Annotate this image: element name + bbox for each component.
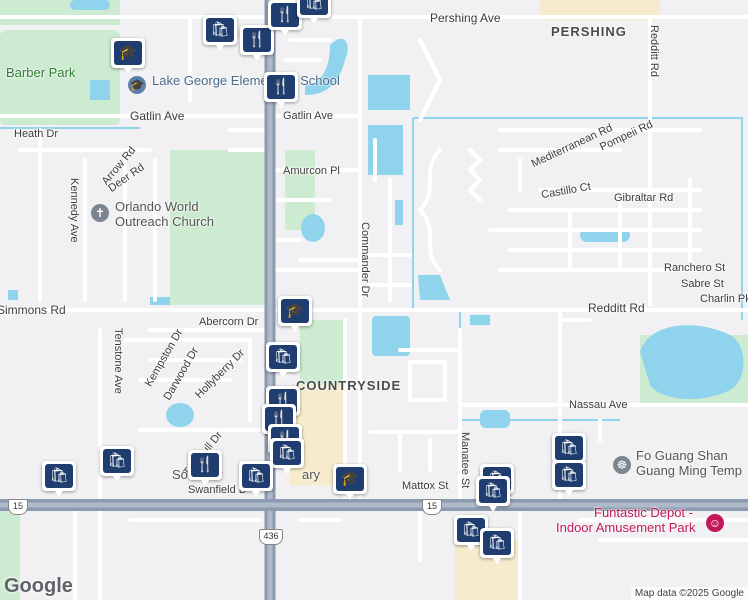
- poi-label-orlando-world-line2[interactable]: Outreach Church: [115, 214, 214, 229]
- temple-marker-icon[interactable]: ☸: [613, 456, 631, 474]
- shopping-pin[interactable]: 🛍: [552, 433, 586, 469]
- shopping-pin[interactable]: 🛍: [203, 15, 237, 51]
- restaurant-pin[interactable]: 🍴: [268, 0, 302, 36]
- street-label-manatee-st: Manatee St: [459, 432, 471, 489]
- school-pin[interactable]: 🎓: [111, 38, 145, 74]
- street-label-amurcon-pl: Amurcon Pl: [283, 165, 340, 177]
- poi-label-fo-guang-line1[interactable]: Fo Guang Shan: [636, 448, 728, 463]
- route-436-shield: 436: [259, 529, 283, 545]
- map-attribution[interactable]: Map data ©2025 Google: [630, 587, 748, 600]
- street-label-redditt-rd-horizontal: Redditt Rd: [588, 301, 645, 315]
- fork-knife-icon: 🍴: [191, 453, 219, 477]
- poi-label-library-suffix[interactable]: ary: [302, 467, 321, 482]
- shopping-bag-icon: 🛍: [242, 464, 270, 488]
- shopping-pin[interactable]: 🛍: [552, 460, 586, 496]
- graduation-cap-icon: 🎓: [281, 299, 309, 323]
- poi-label-funtastic-line1[interactable]: Funtastic Depot -: [594, 505, 693, 520]
- street-label-gatlin-ave-west: Gatlin Ave: [130, 109, 185, 123]
- street-label-redditt-rd-vertical: Redditt Rd: [648, 25, 660, 77]
- shopping-bag-icon: 🛍: [206, 18, 234, 42]
- street-label-sabre-st: Sabre St: [681, 278, 724, 290]
- school-pin[interactable]: 🎓: [278, 296, 312, 332]
- area-label-pershing: PERSHING: [551, 24, 627, 39]
- shopping-pin[interactable]: 🛍: [476, 476, 510, 512]
- street-label-swanfield-dr: Swanfield D: [188, 484, 247, 496]
- street-label-ranchero-st: Ranchero St: [664, 262, 726, 274]
- graduation-cap-icon: 🎓: [336, 467, 364, 491]
- shopping-pin[interactable]: 🛍: [42, 461, 76, 497]
- poi-label-barber-park[interactable]: Barber Park: [6, 65, 76, 80]
- street-label-nassau-ave: Nassau Ave: [569, 399, 628, 411]
- shopping-bag-icon: 🛍: [479, 479, 507, 503]
- google-logo: Google: [4, 575, 73, 597]
- shopping-bag-icon: 🛍: [483, 531, 511, 555]
- shopping-bag-icon: 🛍: [555, 463, 583, 487]
- fork-knife-icon: 🍴: [271, 3, 299, 27]
- shopping-bag-icon: 🛍: [555, 436, 583, 460]
- street-label-simmons-rd: Simmons Rd: [0, 303, 66, 317]
- restaurant-pin[interactable]: 🍴: [188, 450, 222, 486]
- shopping-bag-icon: 🛍: [273, 441, 301, 465]
- graduation-cap-icon: 🎓: [114, 41, 142, 65]
- street-label-gibraltar-rd: Gibraltar Rd: [614, 192, 674, 204]
- street-label-tenstone-ave: Tenstone Ave: [112, 328, 124, 394]
- local-streets: [0, 15, 748, 600]
- shopping-bag-icon: 🛍: [45, 464, 73, 488]
- street-label-heath-dr: Heath Dr: [14, 128, 59, 140]
- school-marker-icon[interactable]: 🎓: [128, 76, 146, 94]
- fork-knife-icon: 🍴: [267, 75, 295, 99]
- fork-knife-icon: 🍴: [243, 28, 271, 52]
- church-marker-icon[interactable]: ✝: [91, 204, 109, 222]
- shopping-pin[interactable]: 🛍: [100, 446, 134, 482]
- shopping-pin[interactable]: 🛍: [480, 528, 514, 564]
- street-label-mattox-st: Mattox St: [402, 480, 449, 492]
- shopping-bag-icon: 🛍: [269, 345, 297, 369]
- school-pin[interactable]: 🎓: [333, 464, 367, 500]
- route-15-shield-west: 15: [8, 499, 28, 515]
- restaurant-pin[interactable]: 🍴: [240, 25, 274, 61]
- poi-label-lake-george[interactable]: Lake George Elementary School: [152, 73, 340, 88]
- street-label-gatlin-ave-east: Gatlin Ave: [283, 110, 333, 122]
- poi-label-orlando-world-line1[interactable]: Orlando World: [115, 199, 199, 214]
- route-15-shield-east: 15: [422, 499, 442, 515]
- area-label-countryside: COUNTRYSIDE: [296, 378, 402, 393]
- street-label-pershing-ave: Pershing Ave: [430, 11, 501, 25]
- shopping-pin[interactable]: 🛍: [266, 342, 300, 378]
- street-label-abercorn-dr: Abercorn Dr: [199, 316, 259, 328]
- amusement-park-marker-icon[interactable]: ☺: [706, 514, 724, 532]
- street-label-charlin-pkwy: Charlin Pkwy: [700, 293, 748, 305]
- poi-label-fo-guang-line2[interactable]: Guang Ming Temp: [636, 463, 742, 478]
- poi-label-funtastic-line2[interactable]: Indoor Amusement Park: [556, 520, 696, 535]
- street-label-commander-dr: Commander Dr: [359, 222, 371, 298]
- restaurant-pin[interactable]: 🍴: [264, 72, 298, 108]
- shopping-bag-icon: 🛍: [300, 0, 328, 15]
- street-label-kennedy-ave: Kennedy Ave: [68, 178, 80, 243]
- shopping-pin[interactable]: 🛍: [297, 0, 331, 24]
- shopping-pin[interactable]: 🛍: [239, 461, 273, 497]
- shopping-pin[interactable]: 🛍: [270, 438, 304, 474]
- shopping-bag-icon: 🛍: [103, 449, 131, 473]
